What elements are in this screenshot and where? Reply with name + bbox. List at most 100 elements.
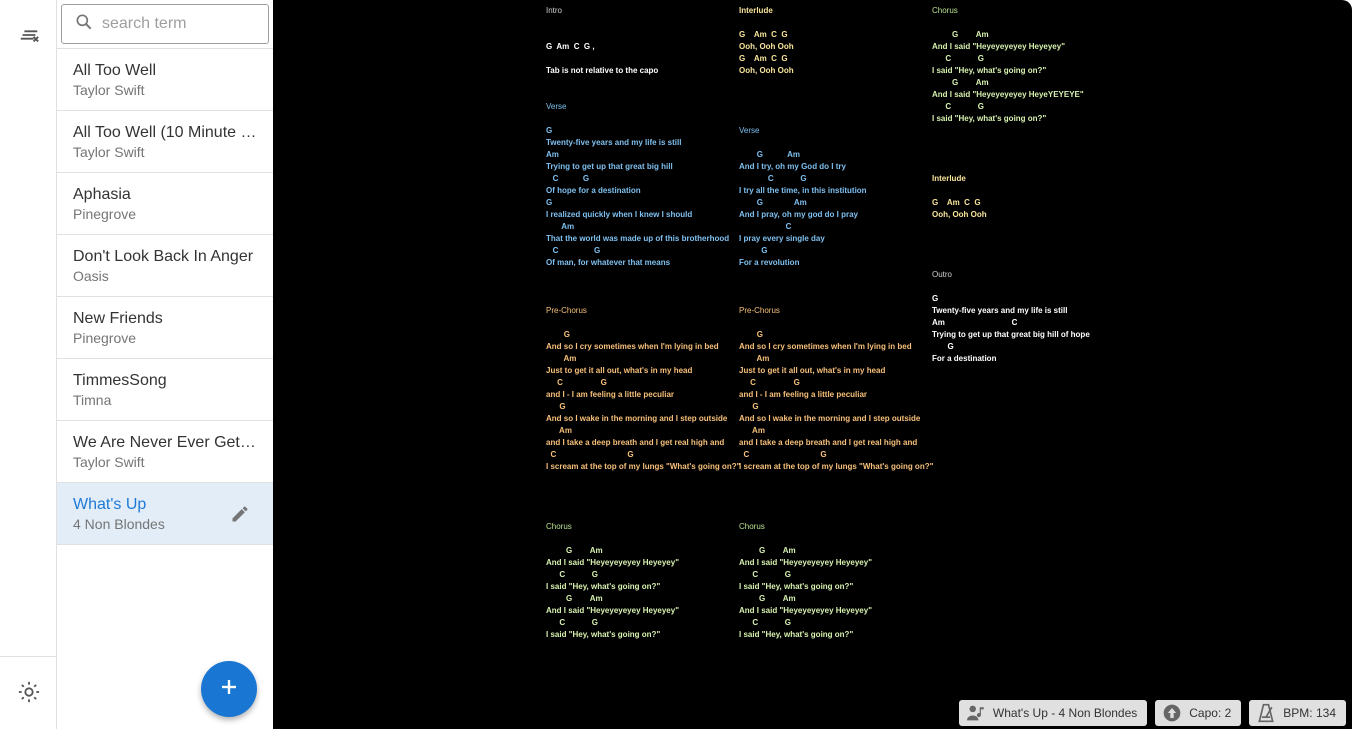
- sheet-line: Verse: [739, 126, 760, 135]
- song-artist: Pinegrove: [73, 206, 137, 222]
- sheet-line: and I take a deep breath and I get real …: [739, 438, 918, 447]
- song-artist: Timna: [73, 392, 112, 408]
- sheet-line: And so I wake in the morning and I step …: [546, 414, 728, 423]
- sheet-line: G Am: [932, 30, 989, 39]
- sheet-line: G: [739, 402, 759, 411]
- sheet-line: Am: [739, 426, 765, 435]
- brightness-icon[interactable]: [14, 677, 44, 707]
- sheet-line: G: [932, 342, 954, 351]
- sheet-line: [739, 281, 933, 293]
- sheet-line: Chorus: [739, 522, 765, 531]
- sheet-line: [739, 485, 933, 497]
- song-item-dont-look-back-in-anger[interactable]: Don't Look Back In Anger Oasis: [57, 235, 273, 297]
- add-song-button[interactable]: [201, 661, 257, 717]
- sheet-line: And I said "Heyeyeyeyey Heyeyey": [546, 558, 679, 567]
- sheet-line: [739, 509, 933, 521]
- song-item-we-are-never-ever[interactable]: We Are Never Ever Getting Back Together …: [57, 421, 273, 483]
- song-artist: 4 Non Blondes: [73, 516, 165, 532]
- sheet-line: G Am: [546, 546, 603, 555]
- sheet-line: And I said "Heyeyeyeyey Heyeyey": [739, 558, 872, 567]
- song-item-all-too-well-10-minute[interactable]: All Too Well (10 Minute Version) Taylor …: [57, 111, 273, 173]
- sheet-line: And I said "Heyeyeyeyey HeyeYEYEYE": [932, 90, 1084, 99]
- sheet-line: I said "Hey, what's going on?": [932, 114, 1047, 123]
- sheet-line: Pre-Chorus: [739, 306, 780, 315]
- sheet-line: G Am: [739, 594, 796, 603]
- sheet-line: [739, 89, 933, 101]
- sheet-line: [546, 77, 740, 89]
- sheet-line: And so I cry sometimes when I'm lying in…: [739, 342, 912, 351]
- sheet-line: Pre-Chorus: [546, 306, 587, 315]
- search-input[interactable]: [102, 15, 262, 33]
- song-title: We Are Never Ever Getting Back Together: [73, 434, 257, 451]
- sheet-line: [739, 101, 933, 113]
- sheet-line: Just to get it all out, what's in my hea…: [739, 366, 886, 375]
- sheet-line: I scream at the top of my lungs "What's …: [739, 462, 934, 471]
- sheet-line: C G: [932, 54, 985, 63]
- sheet-line: [739, 293, 933, 305]
- sheet-line: Interlude: [739, 6, 773, 15]
- sheet-line: And I said "Heyeyeyeyey Heyeyey": [739, 606, 872, 615]
- song-item-whats-up[interactable]: What's Up 4 Non Blondes: [57, 483, 273, 545]
- sheet-line: [739, 137, 933, 149]
- song-item-timmessong[interactable]: TimmesSong Timna: [57, 359, 273, 421]
- sheet-line: [739, 317, 933, 329]
- edit-icon[interactable]: [229, 503, 251, 525]
- sheet-line: G: [546, 126, 553, 135]
- sheet-line: Of man, for whatever that means: [546, 258, 671, 267]
- song-info-chip[interactable]: What's Up - 4 Non Blondes: [958, 700, 1148, 726]
- clear-all-icon[interactable]: [14, 20, 44, 50]
- sheet-line: G: [546, 402, 566, 411]
- sheet-line: Chorus: [546, 522, 572, 531]
- sheet-line: [546, 533, 740, 545]
- sheet-line: C G: [546, 570, 599, 579]
- song-item-aphasia[interactable]: Aphasia Pinegrove: [57, 173, 273, 235]
- sheet-line: [546, 485, 740, 497]
- sheet-line: [932, 149, 1090, 161]
- sheet-line: I said "Hey, what's going on?": [739, 630, 854, 639]
- sheet-line: G Am: [739, 198, 807, 207]
- sheet-line: C G: [739, 570, 792, 579]
- search-icon: [74, 12, 94, 37]
- sheet-line: [932, 17, 1090, 29]
- sheet-line: And so I cry sometimes when I'm lying in…: [546, 342, 719, 351]
- plus-icon: [219, 677, 239, 702]
- song-title: All Too Well: [73, 62, 156, 79]
- song-artist: Taylor Swift: [73, 82, 145, 98]
- song-artist: Oasis: [73, 268, 109, 284]
- sheet-line: C G: [739, 378, 800, 387]
- sheet-line: I scream at the top of my lungs "What's …: [546, 462, 741, 471]
- search-box[interactable]: [61, 4, 269, 44]
- sheet-line: [932, 125, 1090, 137]
- sheet-line: Interlude: [932, 174, 966, 183]
- song-title: Aphasia: [73, 186, 131, 203]
- capo-chip[interactable]: Capo: 2: [1155, 700, 1242, 726]
- sheet-line: [932, 221, 1090, 233]
- sheet-line: G Am: [739, 546, 796, 555]
- sheet-line: For a revolution: [739, 258, 800, 267]
- sheet-line: [739, 497, 933, 509]
- sheet-line: G Am C G: [739, 30, 788, 39]
- sheet-line: [739, 113, 933, 125]
- sheet-line: G: [739, 330, 764, 339]
- sheet-line: [739, 269, 933, 281]
- bpm-chip[interactable]: BPM: 134: [1249, 700, 1346, 726]
- sheet-line: G Am: [932, 78, 989, 87]
- sheet-line: I said "Hey, what's going on?": [546, 630, 661, 639]
- sheet-line: G Am C G: [739, 54, 788, 63]
- sheet-line: And I try, oh my God do I try: [739, 162, 846, 171]
- sheet-line: and I take a deep breath and I get real …: [546, 438, 725, 447]
- song-item-all-too-well[interactable]: All Too Well Taylor Swift: [57, 49, 273, 111]
- song-item-new-friends[interactable]: New Friends Pinegrove: [57, 297, 273, 359]
- sheet-line: Twenty-five years and my life is still: [546, 138, 682, 147]
- sheet-line: Intro: [546, 6, 563, 15]
- sheet-line: C G: [546, 450, 634, 459]
- sheet-line: [546, 53, 740, 65]
- sheet-line: C G: [546, 174, 590, 183]
- sheet-line: and I - I am feeling a little peculiar: [546, 390, 675, 399]
- sheet-line: [546, 29, 740, 41]
- sheet-line: [546, 293, 740, 305]
- sheet-line: [739, 17, 933, 29]
- sheet-line: [932, 245, 1090, 257]
